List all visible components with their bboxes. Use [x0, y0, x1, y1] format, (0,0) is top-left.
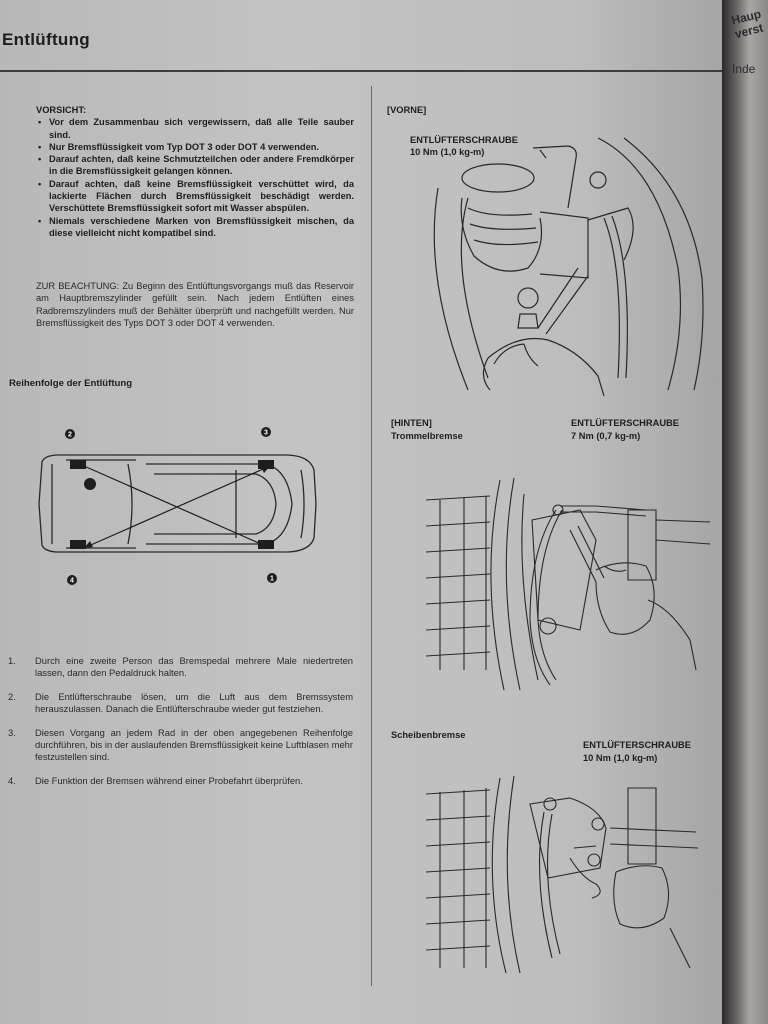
book-spine: Haup verst Inde [722, 0, 768, 1024]
step-text: Diesen Vorgang an jedem Rad in der oben … [35, 726, 353, 763]
page-header: Entlüftung [0, 0, 722, 72]
front-tag: [VORNE] [387, 105, 427, 115]
sequence-title: Reihenfolge der Entlüftung [9, 378, 133, 389]
disc-brake-label: Scheibenbremse [391, 730, 466, 740]
disc-screw-label: ENTLÜFTERSCHRAUBE [583, 740, 691, 750]
step-number: 2. [8, 690, 16, 702]
disc-brake-illustration [425, 775, 699, 974]
caution-item: Darauf achten, daß keine Bremsflüssigkei… [36, 178, 354, 215]
procedure-step: 4. Die Funktion der Bremsen während eine… [8, 775, 353, 787]
drum-brake-illustration [425, 477, 710, 691]
column-divider [371, 86, 372, 986]
step-text: Durch eine zweite Person das Bremspedal … [35, 655, 353, 679]
sequence-marker-1: 1 [270, 576, 274, 583]
step-number: 4. [8, 774, 16, 786]
bleeding-sequence-diagram: 2 3 4 1 [38, 427, 317, 585]
procedure-step: 2. Die Entlüfterschraube lösen, um die L… [8, 691, 353, 716]
front-screw-label: ENTLÜFTERSCHRAUBE [410, 135, 518, 145]
step-number: 1. [8, 655, 16, 666]
manual-page: Entlüftung VORSICHT: Vor dem Zusammenbau… [0, 0, 722, 1024]
rear-screw-label: ENTLÜFTERSCHRAUBE [571, 418, 679, 428]
disc-torque-label: 10 Nm (1,0 kg-m) [583, 753, 658, 763]
rear-drum-label: Trommelbremse [391, 431, 463, 441]
caution-list: Vor dem Zusammenbau sich vergewissern, d… [36, 116, 354, 239]
rear-torque-label: 7 Nm (0,7 kg-m) [571, 431, 641, 441]
sequence-marker-2: 2 [68, 432, 72, 439]
caution-item: Nur Bremsflüssigkeit vom Typ DOT 3 oder … [36, 141, 354, 154]
caution-heading: VORSICHT: [36, 105, 87, 115]
caution-item: Vor dem Zusammenbau sich vergewissern, d… [36, 116, 354, 141]
caution-item: Darauf achten, daß keine Schmutzteilchen… [36, 153, 354, 178]
front-brake-illustration [433, 137, 704, 397]
note-paragraph: ZUR BEACHTUNG: Zu Beginn des Entlüftungs… [36, 281, 354, 328]
step-text: Die Funktion der Bremsen während einer P… [35, 774, 303, 786]
sequence-marker-4: 4 [70, 578, 74, 585]
step-number: 3. [8, 726, 16, 738]
front-torque-label: 10 Nm (1,0 kg-m) [410, 147, 485, 157]
rear-tag: [HINTEN] [391, 418, 432, 428]
procedure-step: 3. Diesen Vorgang an jedem Rad in der ob… [8, 727, 353, 764]
spine-text-top: Haup verst [730, 7, 766, 41]
spine-text-index: Inde [732, 62, 756, 76]
caution-box: VORSICHT: Vor dem Zusammenbau sich verge… [36, 104, 354, 239]
caution-item: Niemals verschiedene Marken von Bremsflü… [36, 215, 354, 240]
sequence-marker-3: 3 [264, 430, 268, 437]
page-title: Entlüftung [2, 30, 90, 49]
procedure-steps: 1. Durch eine zweite Person das Bremsped… [8, 655, 353, 798]
procedure-step: 1. Durch eine zweite Person das Bremsped… [8, 655, 353, 680]
step-text: Die Entlüfterschraube lösen, um die Luft… [35, 690, 353, 715]
